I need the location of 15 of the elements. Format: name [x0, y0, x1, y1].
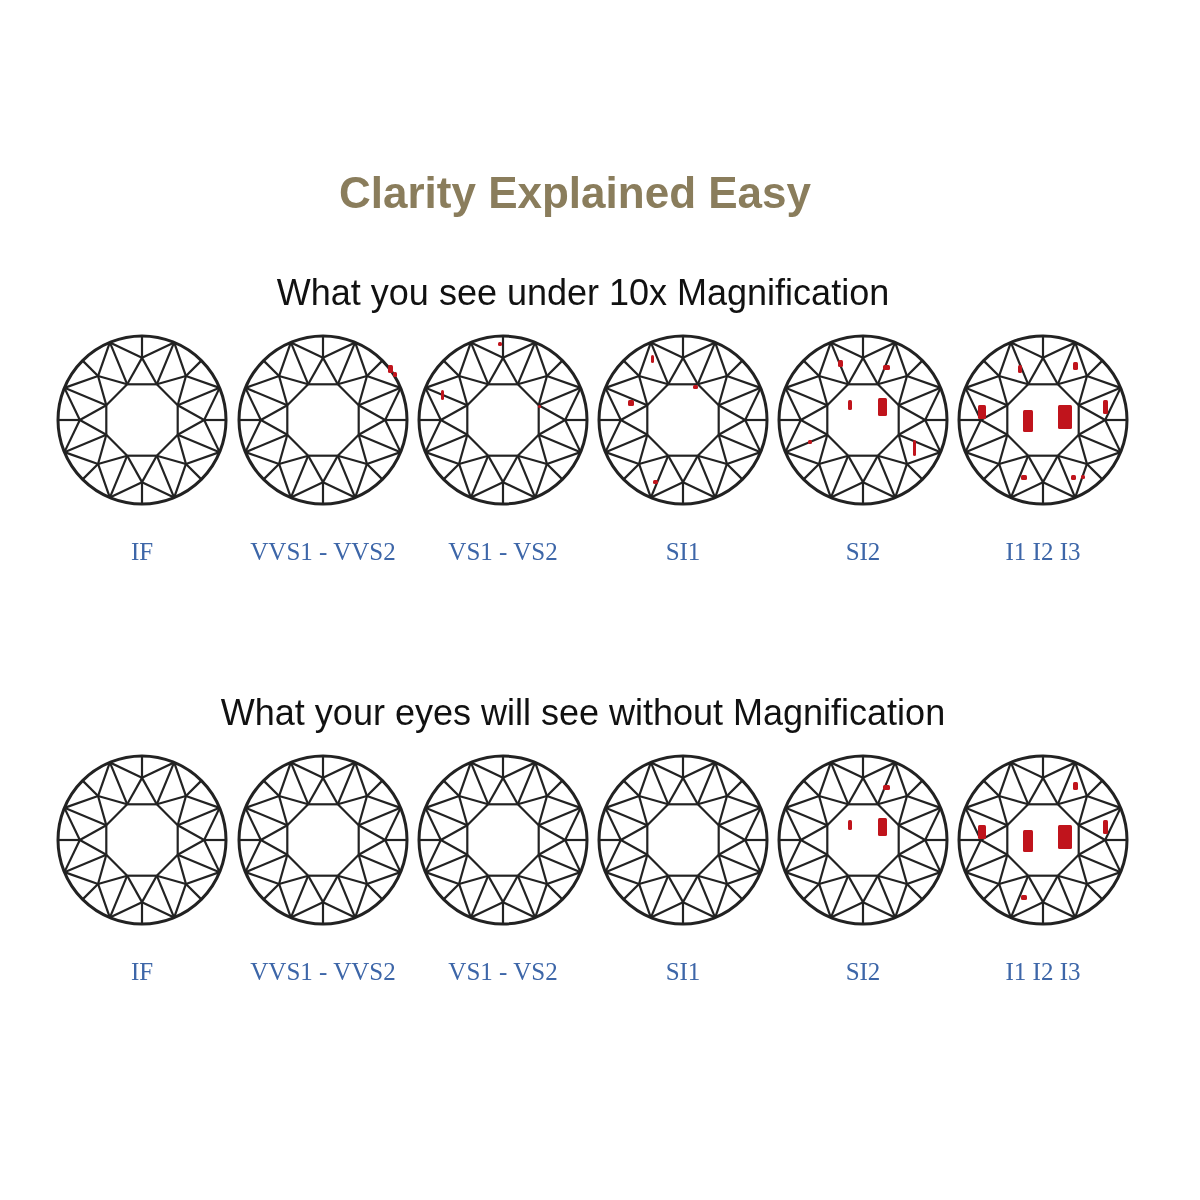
grade-label: I1 I2 I3	[1005, 958, 1081, 986]
grade-label: I1 I2 I3	[1005, 538, 1081, 566]
grade-label: VS1 - VS2	[448, 958, 558, 986]
grade-label: SI2	[845, 538, 881, 566]
subheading: What your eyes will see without Magnification	[220, 692, 946, 734]
subheading: What you see under 10x Magnification	[276, 272, 890, 314]
grade-label: SI1	[665, 538, 701, 566]
grade-label: VS1 - VS2	[448, 538, 558, 566]
grade-label: IF	[130, 538, 154, 566]
grade-label: VVS1 - VVS2	[250, 538, 396, 566]
title: Clarity Explained Easy	[339, 168, 811, 218]
grade-label: SI1	[665, 958, 701, 986]
grade-label: SI2	[845, 958, 881, 986]
grade-label: VVS1 - VVS2	[250, 958, 396, 986]
grade-label: IF	[130, 958, 154, 986]
